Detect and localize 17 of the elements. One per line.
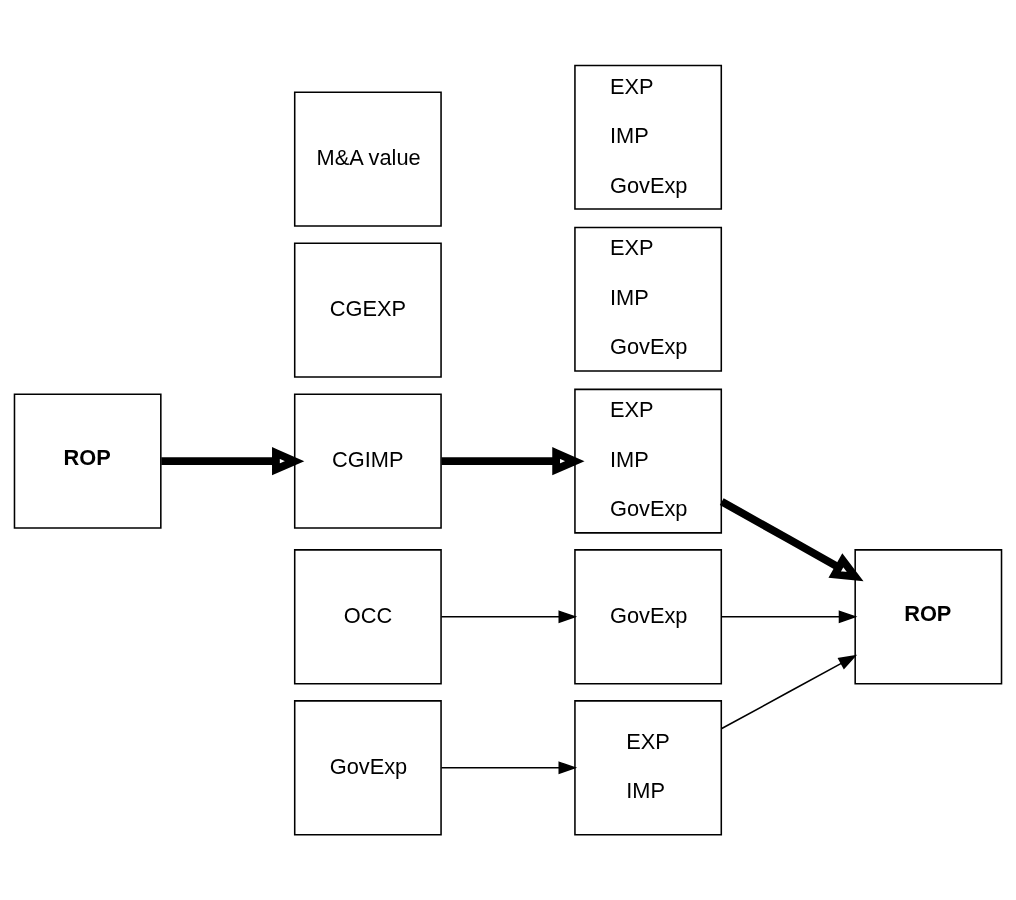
node-box: EXP IMP GovExp [574,226,723,372]
node-box: OCC [293,549,442,685]
node-box: EXP IMP [574,700,723,836]
arrow [440,761,578,775]
node-box: GovExp [293,700,442,836]
arrow [440,610,578,624]
arrow [719,498,864,582]
node-box: CGIMP [293,393,442,529]
arrow [720,610,858,624]
node-box: M&A value [293,91,442,227]
node-box: EXP IMP GovExp [574,388,723,534]
node-box: ROP [13,393,162,529]
node-box: GovExp [574,549,723,685]
node-box: EXP IMP GovExp [574,64,723,210]
node-box: ROP [854,549,1003,685]
node-box: CGEXP [293,242,442,378]
arrow [720,654,858,730]
